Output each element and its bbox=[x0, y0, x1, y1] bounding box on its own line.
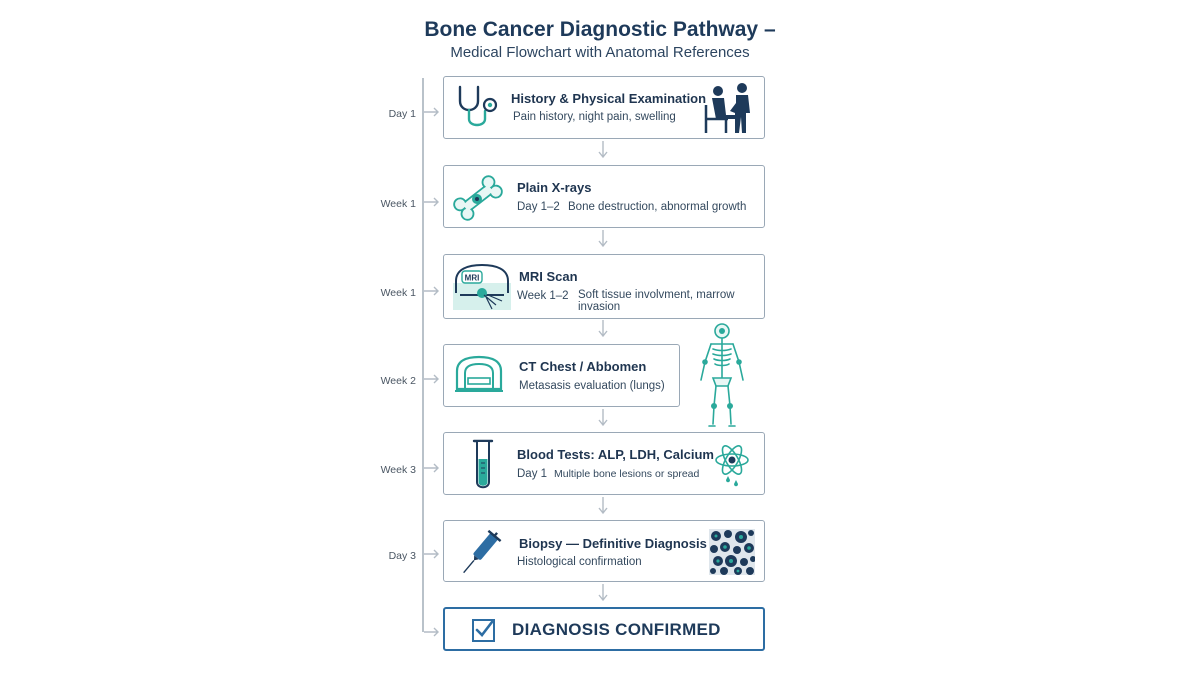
step-detail: Soft tissue involvment, marrow bbox=[578, 289, 735, 301]
mri-icon-label: MRI bbox=[465, 274, 480, 283]
time-label-6: Day 3 bbox=[388, 550, 416, 562]
doctor-patient-icon bbox=[704, 83, 750, 133]
down-arrow-icon bbox=[598, 320, 608, 338]
step-detail-continued: invasion bbox=[578, 301, 621, 313]
step-title: Biopsy — Definitive Diagnosis bbox=[519, 536, 707, 551]
diagnosis-confirmed-label: DIAGNOSIS CONFIRMED bbox=[512, 620, 721, 639]
step-day: Week 1–2 bbox=[517, 290, 569, 302]
step-day: Day 1–2 bbox=[517, 201, 560, 213]
timeline-arrow-icon bbox=[424, 197, 439, 207]
page-subtitle: Medical Flowchart with Anatomal Referenc… bbox=[450, 44, 750, 61]
step-detail: Bone destruction, abnormal growth bbox=[568, 201, 747, 213]
step-ct-scan: CT Chest / Abbomen Metasasis evaluation … bbox=[443, 344, 680, 407]
timeline-arrow-icon bbox=[424, 286, 439, 296]
step-day: Day 1 bbox=[517, 468, 548, 480]
atom-icon bbox=[715, 445, 749, 487]
time-label-5: Week 3 bbox=[380, 464, 416, 476]
time-label-3: Week 1 bbox=[380, 287, 416, 299]
step-blood-tests: Blood Tests: ALP, LDH, Calcium Day 1 Mul… bbox=[443, 432, 765, 495]
time-label-4: Week 2 bbox=[380, 375, 416, 387]
timeline-arrow-icon bbox=[424, 374, 439, 384]
timeline-arrow-icon bbox=[424, 107, 439, 117]
step-title: Plain X-rays bbox=[517, 180, 592, 195]
syringe-icon bbox=[463, 529, 502, 574]
timeline-arrow-icon bbox=[424, 627, 439, 637]
test-tube-icon bbox=[472, 439, 494, 489]
step-mri: MRI MRI Scan Week 1–2 Soft tissue involv… bbox=[443, 254, 765, 319]
step-detail: Pain history, night pain, swelling bbox=[513, 111, 676, 123]
time-label-2: Week 1 bbox=[380, 198, 416, 210]
step-history-exam: History & Physical Examination Pain hist… bbox=[443, 76, 765, 139]
diagnosis-confirmed-box: DIAGNOSIS CONFIRMED bbox=[443, 607, 765, 651]
timeline-line bbox=[422, 78, 424, 632]
down-arrow-icon bbox=[598, 409, 608, 427]
cells-icon bbox=[709, 529, 755, 575]
down-arrow-icon bbox=[598, 497, 608, 515]
down-arrow-icon bbox=[598, 230, 608, 248]
stethoscope-icon bbox=[458, 85, 498, 127]
down-arrow-icon bbox=[598, 584, 608, 602]
page-title: Bone Cancer Diagnostic Pathway – bbox=[424, 18, 776, 41]
skeleton-icon bbox=[700, 323, 744, 427]
timeline-arrow-icon bbox=[424, 463, 439, 473]
time-label-1: Day 1 bbox=[388, 108, 416, 120]
step-detail: Multiple bone lesions or spread bbox=[554, 468, 700, 480]
step-detail: Metasasis evaluation (lungs) bbox=[519, 380, 665, 392]
mri-scanner-icon: MRI bbox=[453, 263, 511, 310]
step-title: History & Physical Examination bbox=[511, 91, 707, 106]
timeline-arrow-icon bbox=[424, 549, 439, 559]
ct-scanner-icon bbox=[455, 355, 503, 392]
step-title: CT Chest / Abbomen bbox=[519, 359, 647, 374]
step-title: Blood Tests: ALP, LDH, Calcium bbox=[517, 447, 714, 462]
step-xrays: Plain X-rays Day 1–2 Bone destruction, a… bbox=[443, 165, 765, 228]
step-biopsy: Biopsy — Definitive Diagnosis Histologic… bbox=[443, 520, 765, 582]
bone-icon bbox=[453, 175, 503, 221]
step-title: MRI Scan bbox=[519, 269, 578, 284]
step-detail: Histological confirmation bbox=[517, 556, 642, 568]
down-arrow-icon bbox=[598, 141, 608, 159]
checkbox-icon bbox=[472, 619, 495, 642]
